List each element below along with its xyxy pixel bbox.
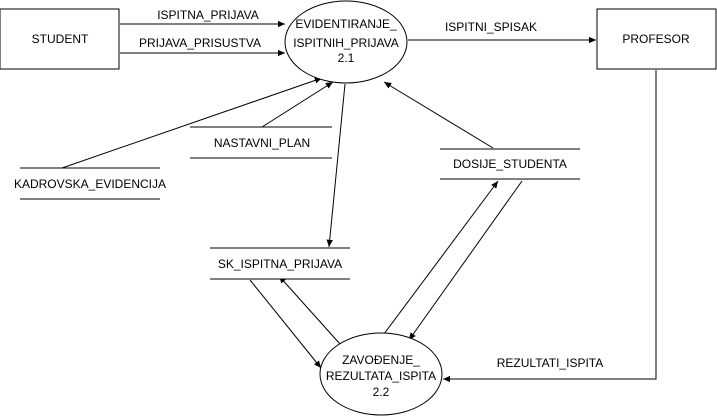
flow-prijava-prisustva-label: PRIJAVA_PRISUSTVA <box>139 36 261 50</box>
process-2-2-number: 2.2 <box>373 385 390 399</box>
store-dosije-studenta-label: DOSIJE_STUDENTA <box>453 157 567 171</box>
flow-rezultati-ispita-label: REZULTATI_ISPITA <box>497 356 603 370</box>
flow-kadrovska-to-p21 <box>61 77 323 169</box>
store-kadrovska-evidencija: KADROVSKA_EVIDENCIJA <box>14 167 166 200</box>
flow-rezultati-ispita-line <box>443 70 657 383</box>
process-2-2-label-line1: ZAVOĐENJE_ <box>342 353 420 367</box>
store-sk-ispitna-prijava: SK_ISPITNA_PRIJAVA <box>210 247 350 280</box>
store-dosije-studenta: DOSIJE_STUDENTA <box>440 148 580 180</box>
flow-p22-to-sk-ispitna <box>278 275 341 345</box>
entity-student-label: STUDENT <box>32 32 89 46</box>
flow-p22-to-dosije <box>380 180 499 339</box>
flow-ispitni-spisak-label: ISPITNI_SPISAK <box>445 20 537 34</box>
store-kadrovska-evidencija-label: KADROVSKA_EVIDENCIJA <box>14 177 166 191</box>
process-2-1-label-line2: ISPITNIH_PRIJAVA <box>293 36 399 50</box>
flows: ISPITNA_PRIJAVA PRIJAVA_PRISUSTVA ISPITN… <box>61 8 657 383</box>
flow-ispitna-prijava-label: ISPITNA_PRIJAVA <box>157 8 259 22</box>
process-2-1: EVIDENTIRANJE_ ISPITNIH_PRIJAVA 2.1 <box>284 0 408 84</box>
flow-sk-ispitna-to-p22 <box>249 279 322 369</box>
store-nastavni-plan: NASTAVNI_PLAN <box>190 126 332 159</box>
flow-nastavni-plan-to-p21 <box>261 81 334 128</box>
flow-dosije-to-p22 <box>408 180 523 341</box>
entity-profesor: PROFESOR <box>596 8 717 70</box>
process-2-1-label-line1: EVIDENTIRANJE_ <box>295 17 397 31</box>
flow-dosije-to-p21 <box>383 81 494 149</box>
process-2-2: ZAVOĐENJE_ REZULTATA_ISPITA 2.2 <box>319 332 443 416</box>
store-nastavni-plan-label: NASTAVNI_PLAN <box>214 136 310 150</box>
process-2-1-number: 2.1 <box>338 51 355 65</box>
entity-profesor-label: PROFESOR <box>622 32 690 46</box>
entity-student: STUDENT <box>0 8 120 70</box>
flow-p21-to-sk-ispitna <box>326 83 346 248</box>
process-2-2-label-line2: REZULTATA_ISPITA <box>326 369 436 383</box>
store-sk-ispitna-prijava-label: SK_ISPITNA_PRIJAVA <box>218 257 342 271</box>
